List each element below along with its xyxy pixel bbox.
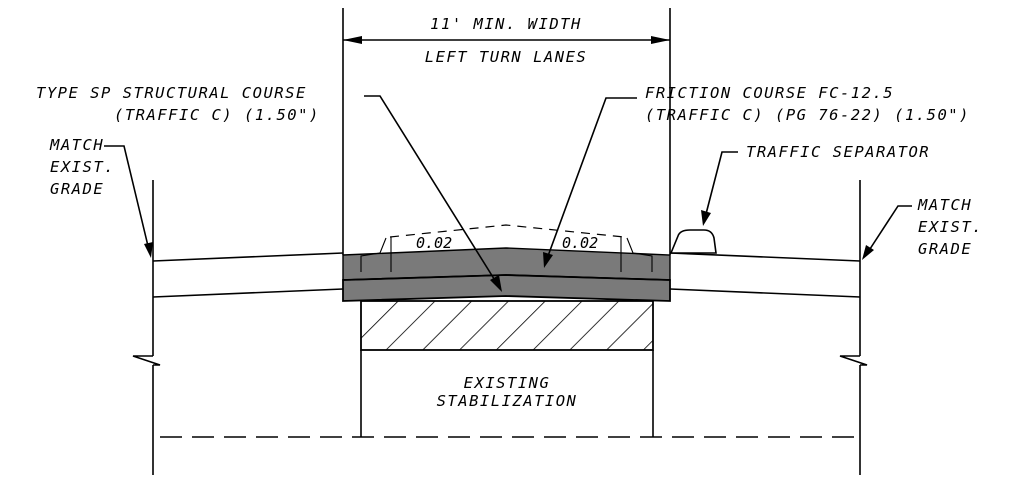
right-existing-pavement (669, 180, 868, 475)
traffic-separator-shape (669, 229, 717, 254)
right-curb-outline (626, 237, 653, 272)
match-left-arrow-icon (144, 242, 153, 258)
left-existing-pavement (132, 180, 344, 475)
match-left-leader (104, 145, 149, 247)
existing-stabilization-text-2: STABILIZATION (437, 392, 578, 410)
friction-course-text-1: FRICTION COURSE FC-12.5 (645, 84, 894, 102)
match-left-text-1: MATCH (49, 136, 104, 154)
width-dimension-text: 11' MIN. WIDTH (430, 15, 582, 33)
match-right-text-1: MATCH (917, 196, 972, 214)
right-slope-text: 0.02 (562, 234, 598, 252)
friction-course-callout: FRICTION COURSE FC-12.5 (TRAFFIC C) (PG … (543, 84, 970, 268)
left-turn-lanes-text: LEFT TURN LANES (425, 48, 587, 66)
match-left-text-2: EXIST. (50, 158, 115, 176)
left-base-line (152, 288, 344, 298)
dimension-arrow-right-icon (651, 36, 670, 44)
structural-course-text-1: TYPE SP STRUCTURAL COURSE (36, 84, 307, 102)
left-break-line (132, 355, 161, 366)
structural-course-leader (364, 95, 497, 283)
traffic-separator-leader (705, 151, 738, 215)
structural-top-right-line (505, 274, 671, 281)
friction-course-text-2: (TRAFFIC C) (PG 76-22) (1.50") (645, 106, 970, 124)
existing-stabilization: EXISTING STABILIZATION (360, 300, 654, 437)
new-pavement-section: 0.02 0.02 (342, 224, 671, 302)
left-surface-line (152, 252, 344, 262)
structural-course-text-2: (TRAFFIC C) (1.50") (114, 106, 320, 124)
right-surface-line (669, 252, 861, 262)
crown-dashed-line (389, 224, 625, 238)
structural-course-callout: TYPE SP STRUCTURAL COURSE (TRAFFIC C) (1… (36, 84, 502, 292)
right-base-line (669, 288, 861, 298)
match-grade-right-callout: MATCH EXIST. GRADE (862, 196, 983, 260)
existing-stabilization-text-1: EXISTING (464, 374, 551, 392)
match-right-arrow-icon (862, 245, 874, 260)
left-curb-outline (360, 237, 387, 272)
dimension-arrow-left-icon (343, 36, 362, 44)
structural-top-left-line (342, 274, 507, 281)
structural-course-arrow-icon (490, 275, 502, 292)
traffic-separator: TRAFFIC SEPARATOR (669, 143, 930, 254)
match-right-text-3: GRADE (918, 240, 972, 258)
left-slope-text: 0.02 (416, 234, 452, 252)
hatched-base-area (360, 300, 654, 351)
match-left-text-3: GRADE (50, 180, 104, 198)
match-right-text-2: EXIST. (918, 218, 983, 236)
match-grade-left-callout: MATCH EXIST. GRADE (49, 136, 153, 258)
match-right-leader (867, 205, 912, 253)
friction-course-arrow-icon (543, 252, 553, 268)
traffic-separator-text: TRAFFIC SEPARATOR (746, 143, 930, 161)
width-dimension: 11' MIN. WIDTH LEFT TURN LANES (342, 8, 671, 255)
traffic-separator-arrow-icon (701, 210, 711, 226)
right-break-line (839, 355, 868, 366)
friction-course-leader (547, 97, 637, 257)
